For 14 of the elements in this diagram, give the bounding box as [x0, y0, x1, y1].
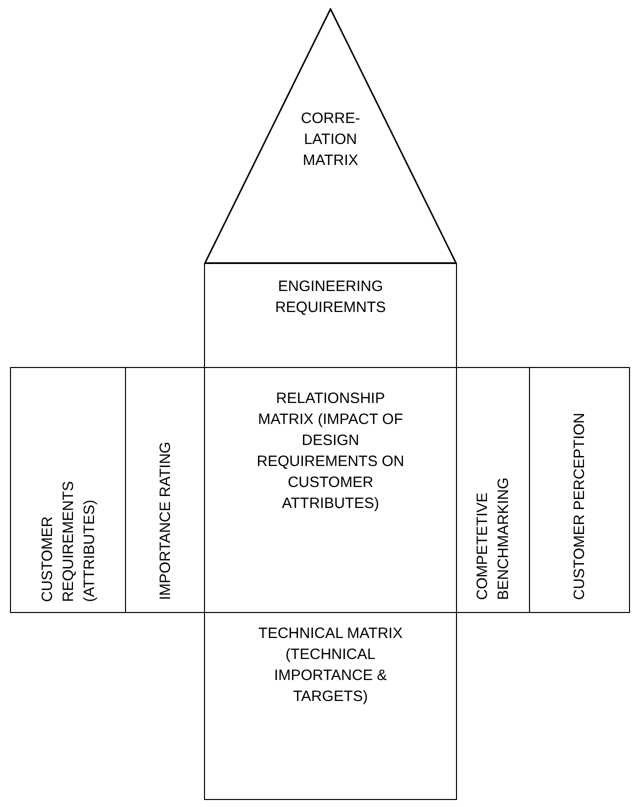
perception-column [529, 367, 630, 613]
section-label: RELATIONSHIP MATRIX (IMPACT OF DESIGN REQUIREMENTS ON CUSTOMER ATTRIBUTES) [256, 389, 406, 514]
requirements-box [204, 263, 457, 368]
benchmarking-column [456, 367, 530, 613]
technical-matrix-box [204, 612, 457, 800]
section-label: ENGINEERING REQUIREMNTS [274, 277, 387, 318]
rating-column [125, 367, 205, 613]
section-label: CUSTOMER REQUIREMENTS (ATTRIBUTES) [38, 480, 98, 602]
section-label: IMPORTANCE RATING [156, 440, 174, 600]
section-label: TECHNICAL MATRIX (TECHNICAL IMPORTANCE & TARGETS) [257, 624, 404, 707]
section-label: CUSTOMER PERCEPTION [570, 412, 589, 600]
section-label: CORRE- LATION MATRIX [300, 109, 360, 171]
requirements-column [10, 367, 126, 613]
section-label: COMPETETIVE BENCHMARKING [473, 476, 513, 600]
